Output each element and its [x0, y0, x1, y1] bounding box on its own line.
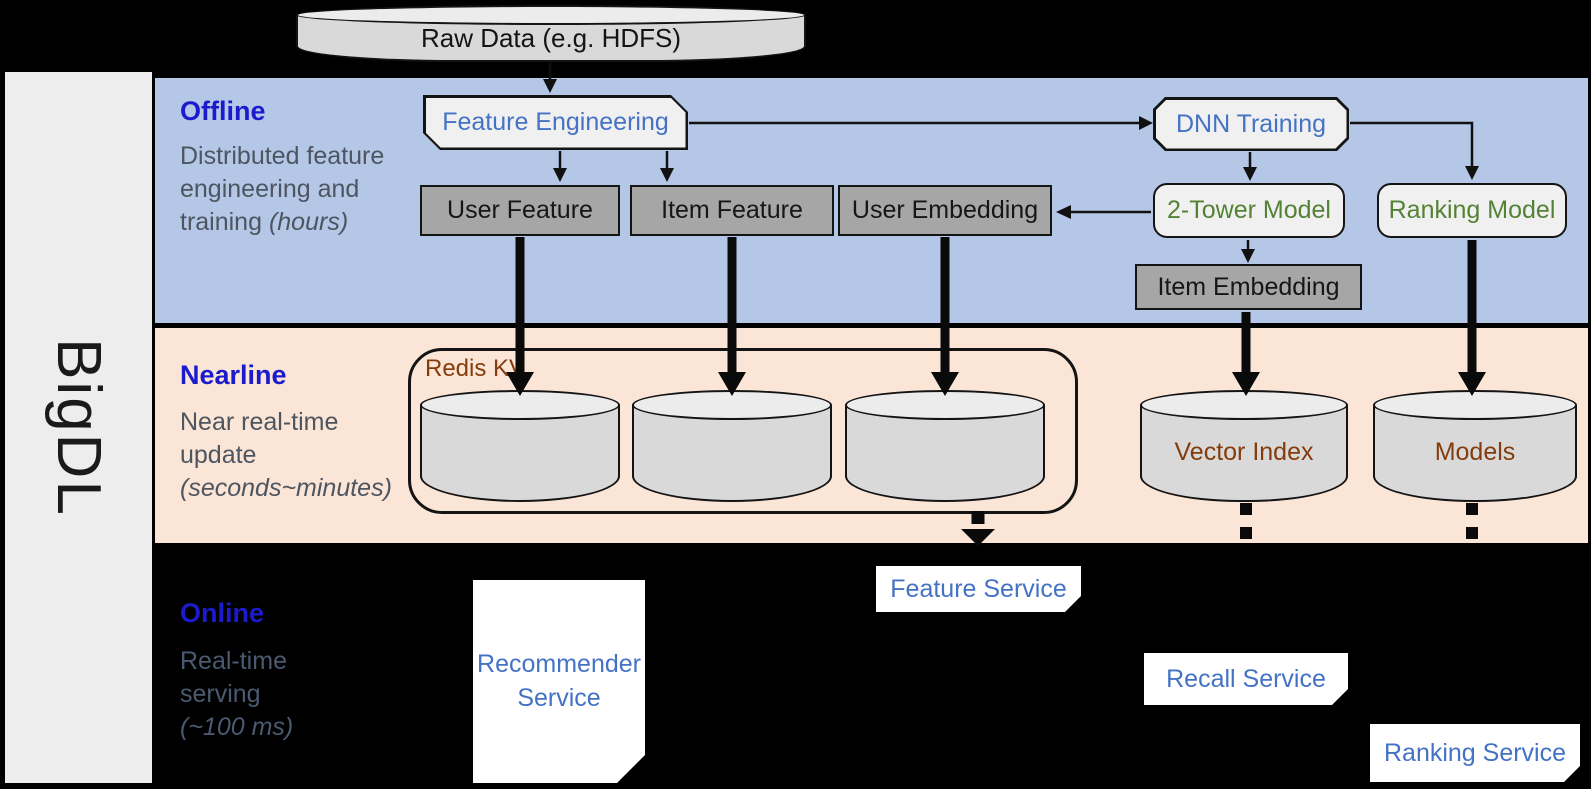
offline-caption-text: Distributed feature engineering and trai… — [180, 142, 385, 236]
vector-index-cylinder-body — [1140, 405, 1348, 502]
nearline-title: Nearline — [180, 360, 287, 390]
feature-engineering-label: Feature Engineering — [426, 98, 686, 148]
redis-kv-container — [408, 348, 1078, 514]
raw-data-cylinder: Raw Data (e.g. HDFS) — [296, 5, 806, 62]
models-cylinder-body — [1373, 405, 1577, 502]
user-feature-box: User Feature — [420, 185, 620, 236]
two-tower-model-box: 2-Tower Model — [1153, 183, 1345, 238]
offline-caption: Distributed feature engineering and trai… — [180, 140, 385, 239]
redis-cylinder-3-body — [845, 405, 1045, 502]
dnn-training-label: DNN Training — [1156, 100, 1347, 149]
models-label: Models — [1434, 438, 1516, 466]
ranking-model-box: Ranking Model — [1377, 183, 1567, 238]
recall-service-box: Recall Service — [1144, 653, 1348, 705]
online-caption: Real-time serving (~100 ms) — [180, 645, 308, 744]
bigdl-sidebar: BigDL — [5, 72, 152, 783]
redis-cylinder-2-body — [632, 405, 832, 502]
vector-index-cylinder-top — [1140, 390, 1348, 420]
redis-cylinder-3-top — [845, 390, 1045, 420]
online-title: Online — [180, 598, 265, 628]
models-cylinder: Models — [1373, 390, 1577, 502]
item-embedding-box: Item Embedding — [1135, 264, 1362, 310]
nearline-caption-text: Near real-time update — [180, 408, 339, 469]
redis-kv-label: Redis KV — [425, 355, 526, 382]
feature-engineering-shape: Feature Engineering — [423, 95, 688, 150]
redis-cylinder-2 — [632, 390, 832, 502]
redis-cylinder-1-body — [420, 405, 620, 502]
redis-cylinder-2-top — [632, 390, 832, 420]
nearline-caption-italic: (seconds~minutes) — [180, 474, 392, 502]
feature-service-box: Feature Service — [876, 566, 1081, 612]
item-feature-box: Item Feature — [630, 185, 834, 236]
redis-cylinder-1-top — [420, 390, 620, 420]
redis-cylinder-1 — [420, 390, 620, 502]
models-cylinder-top — [1373, 390, 1577, 420]
vector-index-cylinder: Vector Index — [1140, 390, 1348, 502]
ranking-service-box: Ranking Service — [1370, 724, 1580, 782]
dnn-training-shape: DNN Training — [1153, 97, 1349, 151]
user-embedding-box: User Embedding — [838, 185, 1052, 236]
bigdl-label: BigDL — [44, 338, 113, 517]
offline-caption-italic: (hours) — [268, 208, 349, 236]
vector-index-label: Vector Index — [1174, 438, 1314, 466]
raw-data-label: Raw Data (e.g. HDFS) — [420, 23, 682, 53]
recommender-service-doc: Recommender Service — [473, 580, 645, 783]
raw-data-cylinder-top — [296, 5, 806, 25]
offline-title: Offline — [180, 96, 266, 126]
online-caption-italic: (~100 ms) — [180, 713, 294, 741]
redis-cylinder-3 — [845, 390, 1045, 502]
online-caption-text: Real-time serving — [180, 647, 287, 708]
nearline-caption: Near real-time update (seconds~minutes) — [180, 406, 398, 505]
